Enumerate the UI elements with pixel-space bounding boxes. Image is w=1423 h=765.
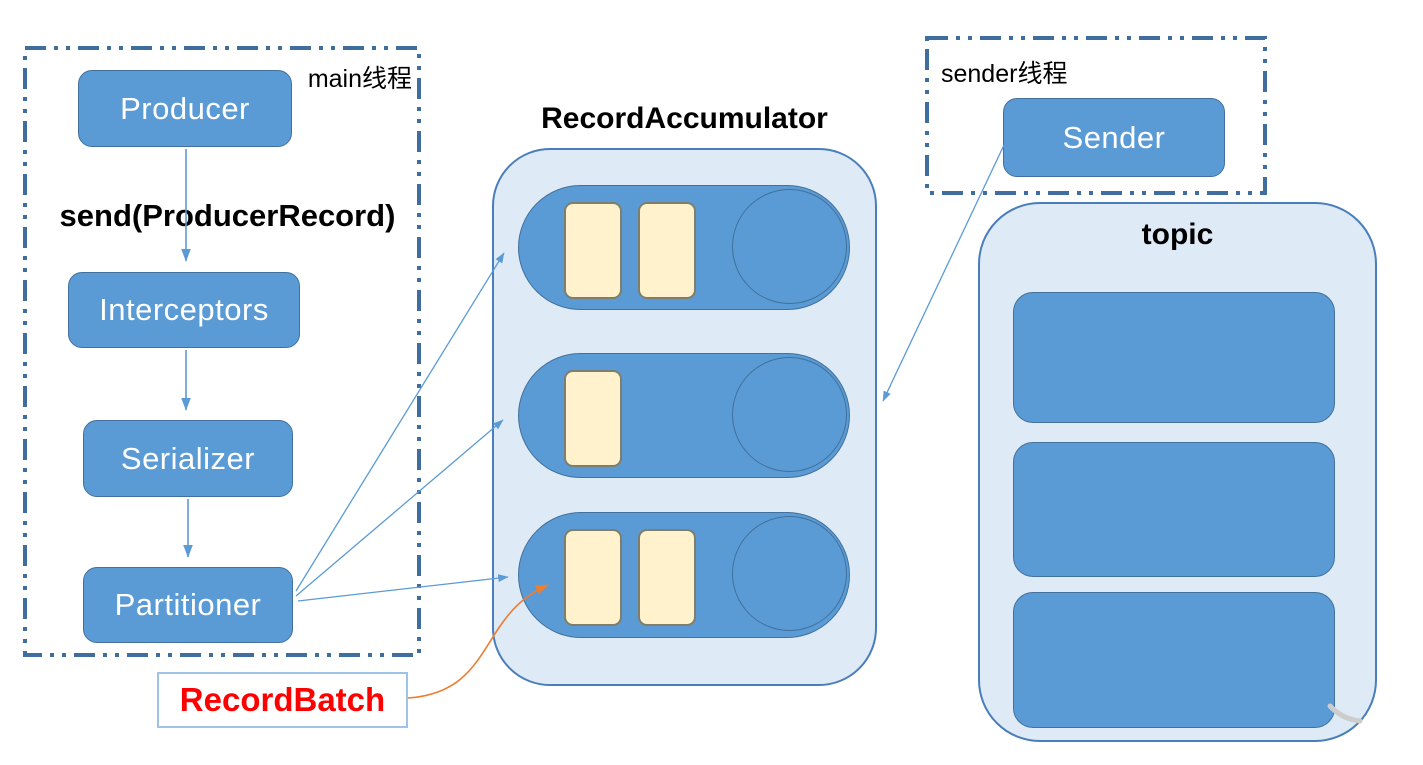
arrow-partitioner-to-queue-2 (295, 419, 504, 597)
main-thread-label: main线程 (307, 65, 412, 93)
serializer-label: Serializer (120, 440, 256, 476)
interceptors-node: Interceptors (68, 272, 300, 348)
topic-partition-3 (1013, 592, 1335, 728)
queue-endcap-circle (732, 189, 847, 304)
accumulator-queue-2 (518, 353, 850, 478)
arrow-partitioner-to-queue-3 (297, 574, 509, 602)
interceptors-label: Interceptors (99, 292, 269, 327)
serializer-node: Serializer (83, 420, 293, 497)
record-batch-block (564, 202, 622, 299)
send-producer-record-label: send(ProducerRecord) (59, 198, 396, 233)
partitioner-node: Partitioner (83, 567, 293, 643)
queue-endcap-circle (732, 357, 847, 472)
partitioner-label: Partitioner (114, 587, 262, 622)
sender-label: Sender (1062, 119, 1166, 155)
record-accumulator-title: RecordAccumulator (541, 102, 828, 135)
sender-node: Sender (1003, 98, 1225, 177)
producer-label: Producer (120, 90, 250, 126)
record-batch-label: RecordBatch (179, 681, 386, 718)
topic-title: topic (1141, 218, 1214, 251)
topic-partition-1 (1013, 292, 1335, 423)
accumulator-queue-1 (518, 185, 850, 310)
arrow-partitioner-to-queue-1 (295, 252, 505, 592)
record-batch-block (638, 529, 696, 626)
record-batch-block (638, 202, 696, 299)
record-batch-block (564, 370, 622, 467)
queue-endcap-circle (732, 516, 847, 631)
accumulator-queue-3 (518, 512, 850, 638)
topic-partition-2 (1013, 442, 1335, 577)
record-batch-block (564, 529, 622, 626)
record-batch-callout: RecordBatch (157, 672, 408, 728)
sender-thread-label: sender线程 (941, 60, 1068, 88)
